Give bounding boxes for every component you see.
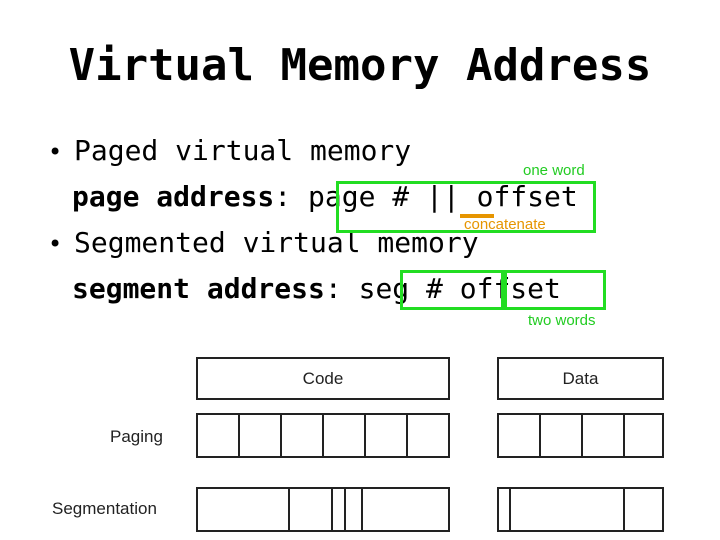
bullet-dot-icon: • <box>48 138 63 166</box>
code-label: Code <box>302 368 344 388</box>
segment-divider <box>509 489 511 530</box>
segmentation-row-label: Segmentation <box>52 499 157 518</box>
segment-address-value: seg # offset <box>358 272 561 305</box>
concatenate-annotation: concatenate <box>464 216 546 233</box>
page-divider <box>238 415 240 456</box>
segment-divider <box>288 489 290 530</box>
paging-code-pages <box>196 413 450 458</box>
page-divider <box>581 415 583 456</box>
segment-address-sep: : <box>324 272 359 305</box>
segment-divider <box>361 489 363 530</box>
segment-address-line: segment address: seg # offset <box>72 272 561 305</box>
code-segment-box: Code <box>196 357 450 400</box>
data-label: Data <box>562 368 599 388</box>
page-divider <box>406 415 408 456</box>
paging-data-pages <box>497 413 664 458</box>
segment-divider <box>331 489 333 530</box>
segmentation-code-segments <box>196 487 450 532</box>
page-address-highlight <box>336 181 596 233</box>
offset-highlight <box>504 270 606 310</box>
concatenate-marker <box>460 214 494 218</box>
paging-row-label: Paging <box>110 427 163 446</box>
data-segment-box: Data <box>497 357 664 400</box>
page-address-value: page # || offset <box>308 180 578 213</box>
segment-divider <box>623 489 625 530</box>
bullet-paged: • Paged virtual memory <box>48 134 411 167</box>
segmentation-data-segments <box>497 487 664 532</box>
seg-number-highlight <box>400 270 504 310</box>
two-words-annotation: two words <box>528 312 596 329</box>
bullet-dot-icon: • <box>48 230 63 258</box>
page-divider <box>280 415 282 456</box>
page-divider <box>539 415 541 456</box>
slide-title: Virtual Memory Address <box>68 40 652 91</box>
page-divider <box>623 415 625 456</box>
page-divider <box>322 415 324 456</box>
page-divider <box>364 415 366 456</box>
segment-address-label: segment address <box>72 272 325 305</box>
page-address-label: page address <box>72 180 275 213</box>
segment-divider <box>344 489 346 530</box>
bullet-paged-text: Paged virtual memory <box>74 134 412 167</box>
one-word-annotation: one word <box>523 162 585 179</box>
page-address-sep: : <box>274 180 309 213</box>
page-address-line: page address: page # || offset <box>72 180 578 213</box>
